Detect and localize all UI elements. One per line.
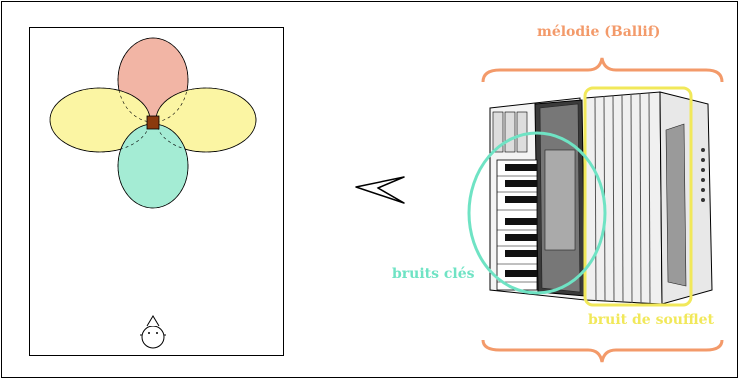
- bellows-highlight-box: [583, 86, 693, 307]
- left-chevron-arrow-icon: [355, 176, 405, 204]
- accordion-drawing: [489, 91, 713, 305]
- melodie-label: mélodie (Ballif): [537, 24, 661, 40]
- bottom-brace: [481, 339, 724, 363]
- sound-source-square: [146, 115, 160, 130]
- bellows: [584, 91, 663, 305]
- bruits-cles-label: bruits clés: [392, 266, 475, 282]
- bruit-soufflet-label: bruit de soufflet: [588, 312, 714, 328]
- melodie-brace: [481, 57, 724, 83]
- listener-head-icon: [140, 315, 166, 349]
- piano-keys: [496, 159, 538, 291]
- radiation-lobes: [49, 37, 257, 209]
- lobe-bottom: [117, 123, 189, 209]
- keys-highlight-circle: [467, 131, 607, 295]
